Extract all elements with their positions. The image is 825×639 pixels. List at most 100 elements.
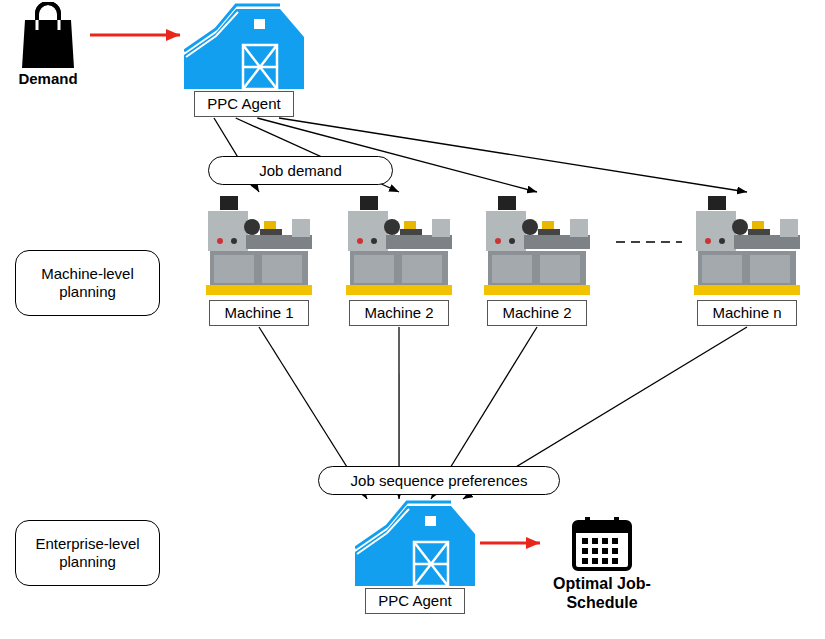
- icon-part: [696, 211, 736, 251]
- icon-part: [694, 285, 800, 295]
- icon-part: [354, 255, 394, 283]
- icon-part: [425, 516, 436, 526]
- level-text: Machine-level planning: [26, 265, 149, 301]
- icon-part: [688, 193, 806, 297]
- icon-caption: Demand: [18, 70, 77, 88]
- machine-label: Machine 1: [209, 300, 309, 326]
- icon-part: [602, 548, 608, 554]
- icon-part: [210, 251, 308, 287]
- icon-caption: Optimal Job-Schedule: [540, 574, 664, 612]
- icon-part: [492, 255, 532, 283]
- icon-part: [292, 219, 310, 237]
- flow-arrow: [90, 34, 180, 37]
- icon-part: [346, 285, 452, 295]
- icon-part: [217, 238, 223, 244]
- machine-node: Machine n: [686, 193, 808, 326]
- icon-part: [582, 538, 588, 544]
- icon-part: [719, 238, 725, 244]
- machine-node: Machine 1: [198, 193, 320, 326]
- demand-node: Demand: [8, 2, 88, 88]
- icon-part: [243, 45, 277, 89]
- icon-part: [498, 196, 516, 210]
- icon-part: [350, 251, 448, 287]
- icon-part: [524, 235, 590, 249]
- icon-part: [585, 517, 590, 527]
- icon-part: [414, 542, 448, 586]
- icon-part: [612, 558, 618, 564]
- icon: [340, 193, 458, 297]
- icon-part: [340, 193, 458, 297]
- icon-part: [386, 235, 452, 249]
- icon-part: [612, 548, 618, 554]
- icon: [571, 516, 633, 572]
- icon-part: [614, 517, 619, 527]
- icon-part: [243, 66, 277, 69]
- icon-part: [582, 538, 618, 564]
- icon-part: [22, 20, 74, 68]
- agent-node: PPC Agent: [180, 3, 308, 117]
- icon-part: [602, 538, 608, 544]
- icon-part: [37, 20, 59, 30]
- agent-label: PPC Agent: [365, 588, 465, 614]
- icon-part: [540, 255, 580, 283]
- icon-part: [574, 522, 630, 533]
- icon-part: [522, 219, 538, 235]
- icon: [184, 3, 304, 89]
- icon-part: [592, 548, 598, 554]
- icon-part: [488, 251, 586, 287]
- icon: [200, 193, 318, 297]
- pill-text: Job sequence preferences: [351, 472, 528, 490]
- icon-part: [705, 238, 711, 244]
- icon-part: [570, 219, 588, 237]
- icon-part: [752, 221, 764, 229]
- machine-label: Machine n: [697, 300, 797, 326]
- icon-part: [602, 558, 608, 564]
- icon-part: [571, 516, 633, 572]
- icon-part: [243, 45, 277, 89]
- continuation-dashes: [616, 241, 682, 243]
- icon-part: [414, 542, 448, 586]
- machine-node: Machine 2: [338, 193, 460, 326]
- machine-label: Machine 2: [487, 300, 587, 326]
- icon-part: [357, 238, 363, 244]
- icon-part: [592, 538, 598, 544]
- icon-part: [206, 285, 312, 295]
- machine-node: Machine 2: [476, 193, 598, 326]
- icon-part: [509, 238, 515, 244]
- icon-part: [220, 196, 238, 210]
- icon-part: [186, 12, 238, 57]
- icon-part: [538, 229, 560, 235]
- icon-part: [262, 255, 302, 283]
- icon-part: [486, 211, 526, 251]
- icon-part: [402, 255, 442, 283]
- level-text: Enterprise-level planning: [26, 535, 149, 571]
- icon-part: [348, 211, 388, 251]
- icon-part: [246, 235, 312, 249]
- icon-part: [37, 3, 59, 14]
- icon-part: [414, 563, 448, 566]
- icon-part: [732, 219, 748, 235]
- icon-part: [702, 255, 742, 283]
- icon-part: [750, 255, 790, 283]
- icon-part: [371, 238, 377, 244]
- icon-part: [357, 509, 409, 554]
- label-pill: Job demand: [208, 156, 393, 185]
- icon-part: [208, 211, 248, 251]
- icon-part: [612, 538, 618, 544]
- agent-label: PPC Agent: [194, 91, 294, 117]
- icon-part: [582, 558, 588, 564]
- agent-node: PPC Agent: [352, 500, 478, 614]
- icon-part: [355, 500, 475, 586]
- icon-part: [404, 221, 416, 229]
- icon-part: [184, 3, 304, 89]
- icon-part: [495, 238, 501, 244]
- icon-part: [748, 229, 770, 235]
- icon-part: [484, 285, 590, 295]
- icon-part: [384, 219, 400, 235]
- icon-part: [478, 193, 596, 297]
- label-pill: Job sequence preferences: [318, 466, 560, 495]
- icon-part: [260, 229, 282, 235]
- level-box: Machine-level planning: [15, 250, 160, 316]
- icon-part: [542, 221, 554, 229]
